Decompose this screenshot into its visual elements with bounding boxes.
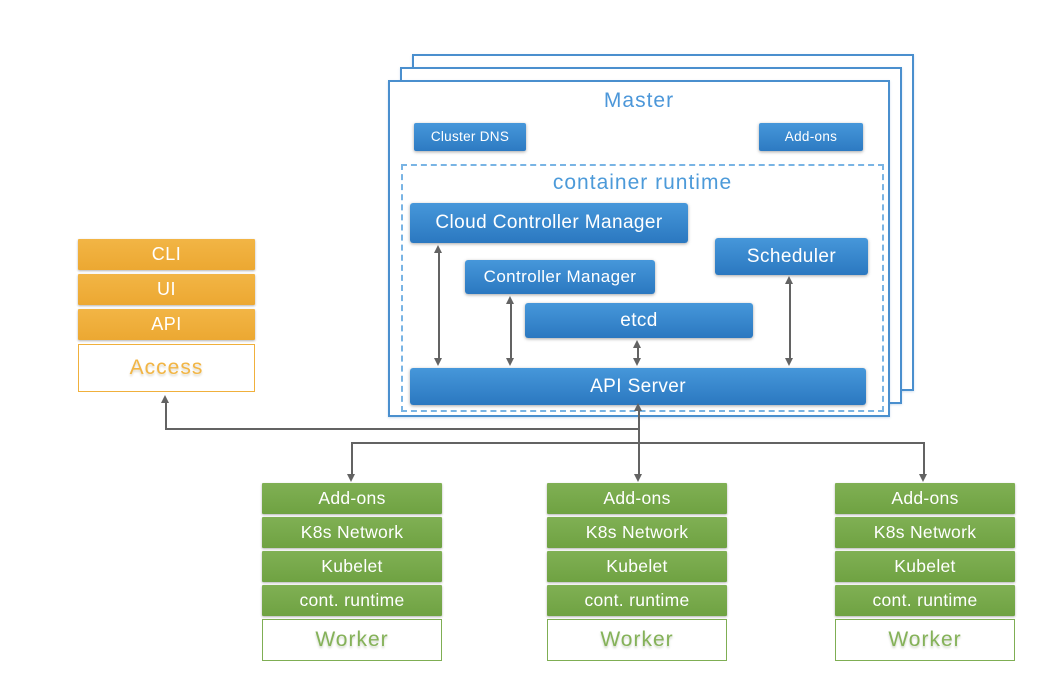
worker-addons-box: Add-ons [547, 483, 727, 514]
master-addons-box: Add-ons [759, 123, 863, 151]
worker-runtime-box: cont. runtime [547, 585, 727, 616]
scheduler-box: Scheduler [715, 238, 868, 275]
worker-stack-right: Add-ons K8s Network Kubelet cont. runtim… [835, 483, 1015, 661]
worker-k8s-network-box: K8s Network [547, 517, 727, 548]
worker-k8s-network-box: K8s Network [262, 517, 442, 548]
cli-box: CLI [78, 239, 255, 270]
api-server-box: API Server [410, 368, 866, 405]
worker-label-box: Worker [262, 619, 442, 661]
api-box: API [78, 309, 255, 340]
worker-label-box: Worker [835, 619, 1015, 661]
worker-kubelet-box: Kubelet [835, 551, 1015, 582]
worker-runtime-box: cont. runtime [262, 585, 442, 616]
container-runtime-group: container runtime [401, 164, 884, 412]
worker-kubelet-box: Kubelet [262, 551, 442, 582]
cloud-controller-manager-box: Cloud Controller Manager [410, 203, 688, 243]
worker-runtime-box: cont. runtime [835, 585, 1015, 616]
cluster-dns-box: Cluster DNS [414, 123, 526, 151]
container-runtime-title: container runtime [552, 171, 733, 194]
worker-addons-box: Add-ons [835, 483, 1015, 514]
etcd-box: etcd [525, 303, 753, 338]
master-title: Master [603, 89, 675, 112]
worker-addons-box: Add-ons [262, 483, 442, 514]
access-label-box: Access [78, 344, 255, 392]
controller-manager-box: Controller Manager [465, 260, 655, 294]
worker-kubelet-box: Kubelet [547, 551, 727, 582]
worker-stack-middle: Add-ons K8s Network Kubelet cont. runtim… [547, 483, 727, 661]
access-stack: CLI UI API Access [78, 239, 255, 392]
worker-label-box: Worker [547, 619, 727, 661]
worker-k8s-network-box: K8s Network [835, 517, 1015, 548]
worker-stack-left: Add-ons K8s Network Kubelet cont. runtim… [262, 483, 442, 661]
ui-box: UI [78, 274, 255, 305]
